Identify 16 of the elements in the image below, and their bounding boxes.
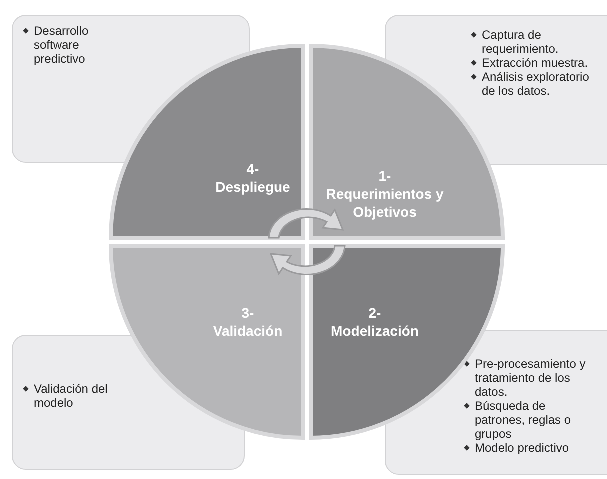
step-number: 2- xyxy=(368,304,382,322)
step-number: 4- xyxy=(246,160,260,178)
step-title: Validación xyxy=(212,322,284,340)
step-number: 3- xyxy=(240,304,256,322)
bullet-text: Captura de requerimiento. xyxy=(482,28,560,56)
bullet-text: Validación del modelo xyxy=(34,382,109,410)
bullet-text: Búsqueda de patrones, reglas o grupos xyxy=(475,399,572,441)
step-title: Requerimientos y Objetivos xyxy=(325,185,445,221)
bullet-text: Extracción muestra. xyxy=(482,56,588,70)
bullet-text: Pre-procesamiento y tratamiento de los datos. xyxy=(475,357,587,399)
bullet-text: Desarrollo software predictivo xyxy=(34,24,90,66)
step-title: Despliegue xyxy=(214,178,292,196)
bullet-text: Modelo predictivo xyxy=(475,441,570,455)
bullet-text: Análisis exploratorio de los datos. xyxy=(482,70,590,98)
step-number: 1- xyxy=(378,167,392,185)
step-title: Modelización xyxy=(330,322,420,340)
